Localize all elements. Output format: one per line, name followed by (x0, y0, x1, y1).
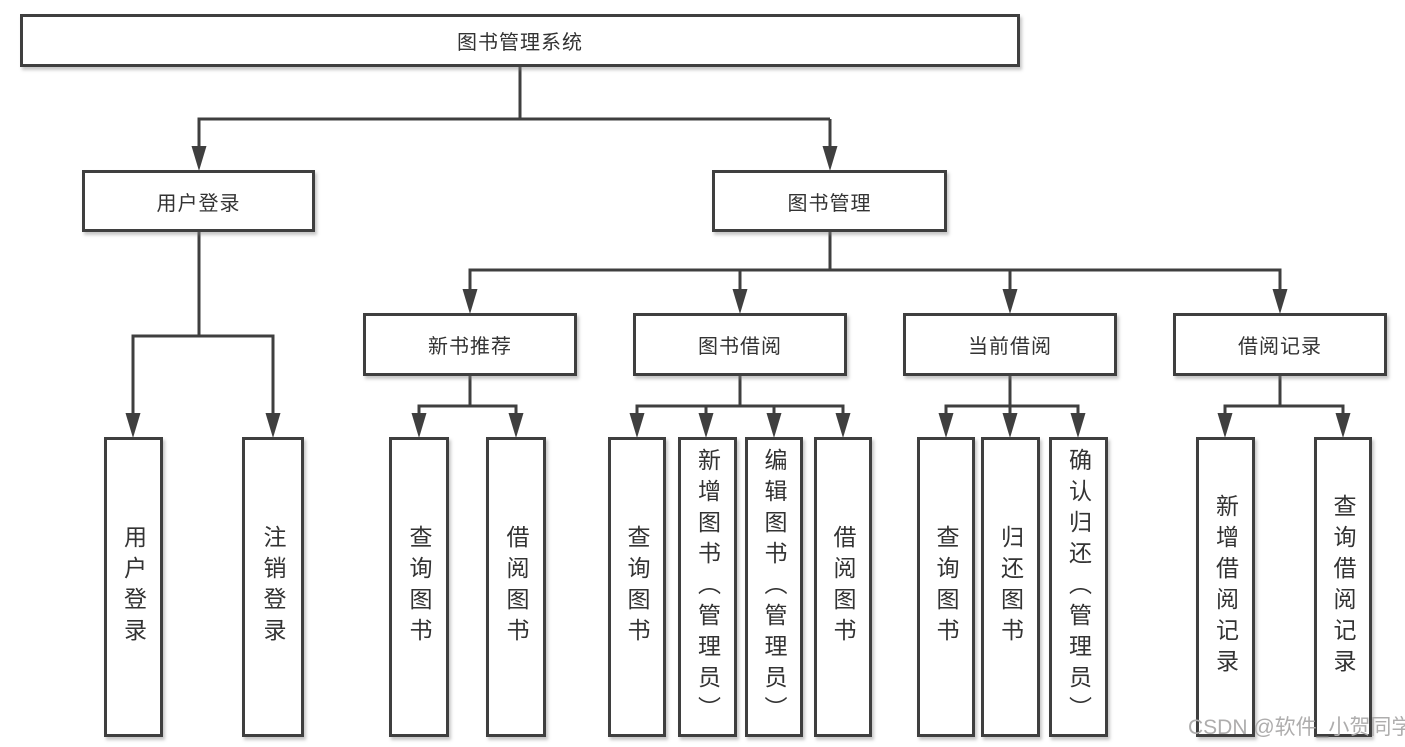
leaf-borrowing-add-books-admin: 新增图书（管理员） (678, 437, 737, 737)
leaf-newbooks-query-books: 查询图书 (389, 437, 449, 737)
node-book-borrowing: 图书借阅 (633, 313, 847, 376)
arrow-down-icon (462, 289, 478, 314)
arrow-down-icon (1070, 413, 1086, 438)
csdn-watermark: CSDN @软件_小贺同学 (1188, 716, 1405, 739)
node-new-book-recommend: 新书推荐 (363, 313, 577, 376)
arrow-down-icon (698, 413, 714, 438)
node-book-borrowing-label: 图书借阅 (698, 336, 782, 358)
arrow-down-icon (1272, 289, 1288, 314)
leaf-borrowing-query-books-label: 查询图书 (624, 525, 650, 649)
arrow-down-icon (938, 413, 954, 438)
arrow-down-icon (508, 413, 524, 438)
leaf-borrowing-edit-books-admin: 编辑图书（管理员） (745, 437, 803, 737)
leaf-borrowing-query-books: 查询图书 (608, 437, 666, 737)
node-borrowing-records: 借阅记录 (1173, 313, 1387, 376)
leaf-records-add-record: 新增借阅记录 (1196, 437, 1255, 737)
leaf-records-query-record: 查询借阅记录 (1314, 437, 1372, 737)
node-current-borrowing: 当前借阅 (903, 313, 1117, 376)
leaf-logout: 注销登录 (242, 437, 304, 737)
arrow-down-icon (835, 413, 851, 438)
leaf-current-confirm-return-admin: 确认归还（管理员） (1049, 437, 1108, 737)
arrow-down-icon (732, 289, 748, 314)
arrow-down-icon (629, 413, 645, 438)
node-book-management: 图书管理 (712, 170, 947, 232)
arrowheads (125, 146, 1351, 438)
arrow-down-icon (1217, 413, 1233, 438)
leaf-borrowing-add-books-admin-label: 新增图书（管理员） (694, 447, 721, 727)
arrow-down-icon (125, 413, 141, 438)
arrow-down-icon (822, 146, 838, 171)
arrow-down-icon (265, 413, 281, 438)
node-book-management-label: 图书管理 (787, 192, 872, 215)
arrow-down-icon (1002, 289, 1018, 314)
leaf-logout-label: 注销登录 (260, 525, 286, 649)
leaf-current-query-books: 查询图书 (917, 437, 975, 737)
node-root-label: 图书管理系统 (457, 32, 583, 54)
leaf-borrowing-edit-books-admin-label: 编辑图书（管理员） (761, 447, 787, 727)
leaf-user-login-label: 用户登录 (120, 525, 147, 649)
leaf-user-login: 用户登录 (104, 437, 163, 737)
leaf-records-add-record-label: 新增借阅记录 (1212, 494, 1239, 680)
node-new-book-recommend-label: 新书推荐 (428, 336, 512, 358)
node-user-login-label: 用户登录 (156, 192, 241, 215)
leaf-records-query-record-label: 查询借阅记录 (1330, 494, 1356, 680)
leaf-current-return-books: 归还图书 (981, 437, 1040, 737)
leaf-borrowing-borrow-books: 借阅图书 (814, 437, 872, 737)
leaf-current-return-books-label: 归还图书 (997, 525, 1024, 649)
leaf-current-query-books-label: 查询图书 (933, 525, 959, 649)
leaf-borrowing-borrow-books-label: 借阅图书 (830, 525, 856, 649)
node-root-system: 图书管理系统 (20, 14, 1020, 67)
node-user-login: 用户登录 (82, 170, 315, 232)
node-borrowing-records-label: 借阅记录 (1238, 336, 1322, 358)
leaf-newbooks-borrow-books-label: 借阅图书 (503, 525, 529, 649)
arrow-down-icon (1335, 413, 1351, 438)
leaf-current-confirm-return-admin-label: 确认归还（管理员） (1065, 447, 1092, 727)
node-current-borrowing-label: 当前借阅 (968, 336, 1052, 358)
leaf-newbooks-borrow-books: 借阅图书 (486, 437, 546, 737)
arrow-down-icon (1002, 413, 1018, 438)
arrow-down-icon (411, 413, 427, 438)
arrow-down-icon (766, 413, 782, 438)
arrow-down-icon (191, 146, 207, 171)
leaf-newbooks-query-books-label: 查询图书 (406, 525, 432, 649)
